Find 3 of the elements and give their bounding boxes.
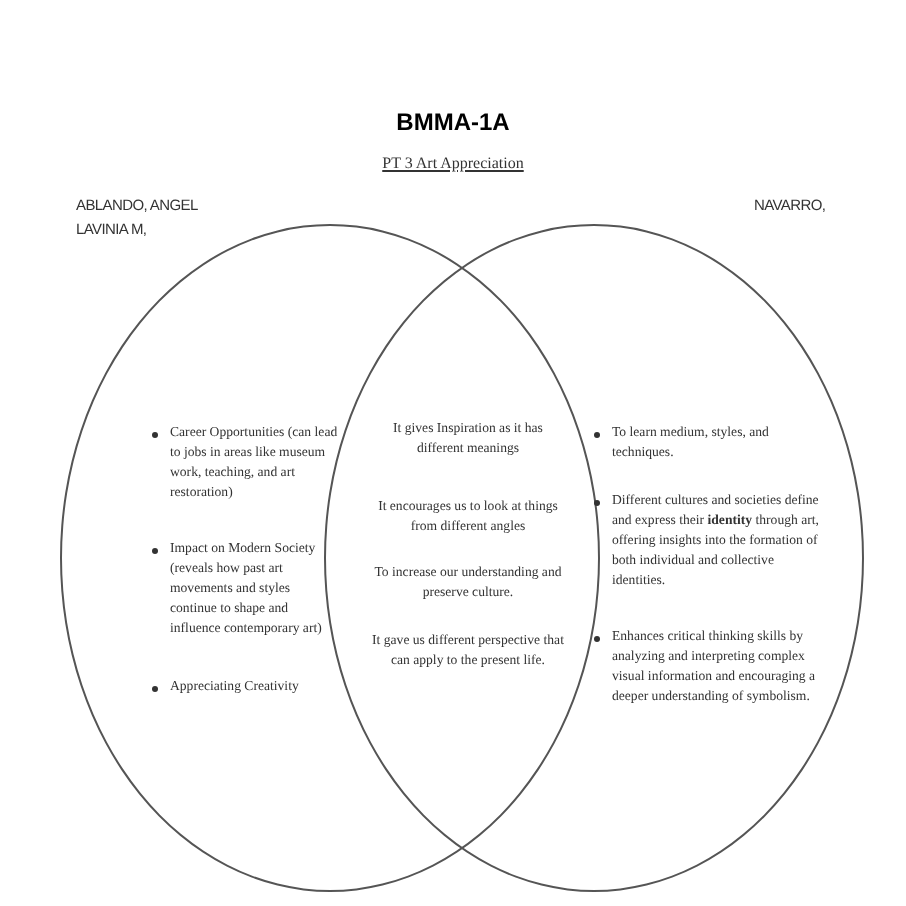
subtitle: PT 3 Art Appreciation: [382, 152, 524, 176]
title: BMMA-1A: [394, 106, 512, 140]
venn-circle: [60, 224, 600, 892]
